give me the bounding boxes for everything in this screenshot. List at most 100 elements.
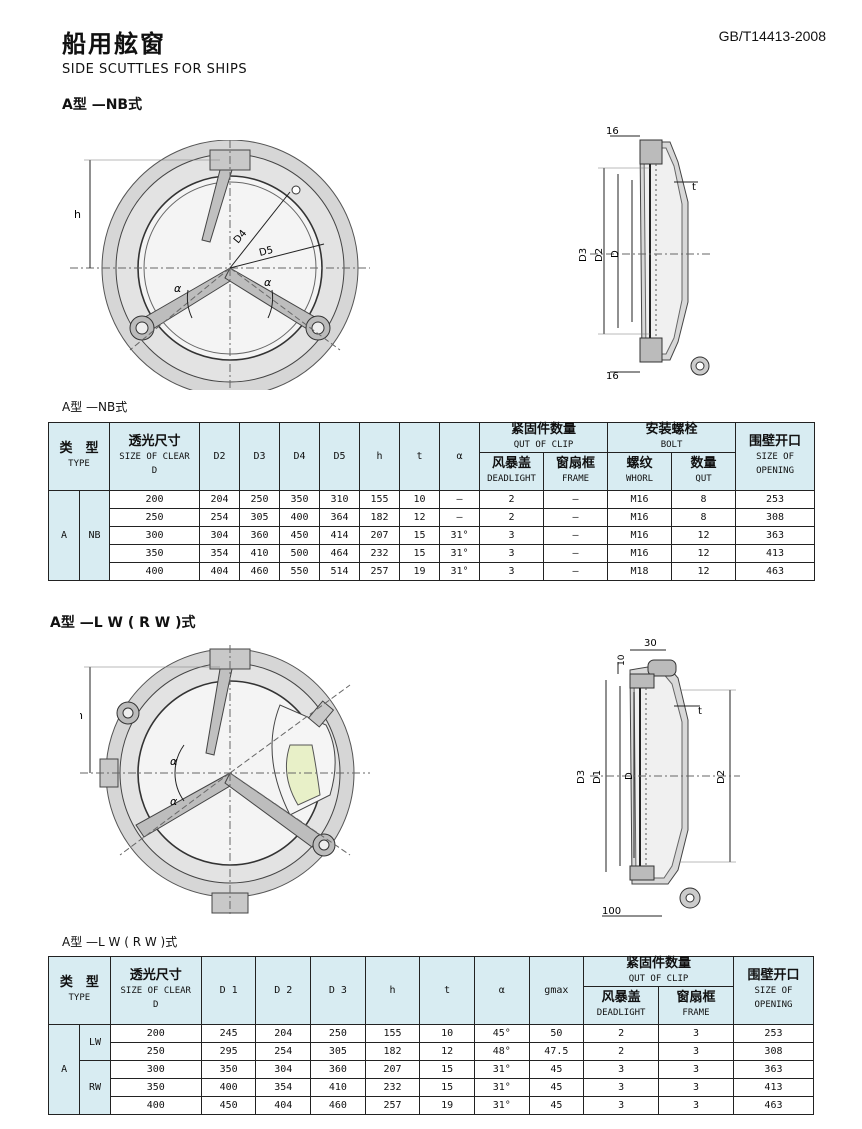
table-cell: 308 [735,508,816,527]
table-cell: — [543,562,609,581]
table-cell: 310 [319,490,361,509]
table-cell: 400 [109,1096,202,1115]
label-d3-2: D3 [576,770,587,784]
table-cell: 354 [255,1078,312,1097]
label-d2-2: D2 [716,770,727,784]
table1-header-col: h [359,422,401,491]
table-cell: M16 [607,490,673,509]
table-cell: 232 [359,544,401,563]
table-cell: 15 [419,1078,475,1097]
table-cell: — [439,508,481,527]
type-cell-nb: NB [78,490,111,581]
table-cell: 257 [359,562,401,581]
table-cell: 232 [364,1078,421,1097]
table-cell: 450 [200,1096,257,1115]
section2-heading: A型 —L W ( R W )式 [50,615,196,631]
table-cell: 182 [364,1042,421,1061]
table-cell: 155 [359,490,401,509]
table2-header-col: t [419,956,475,1025]
table-cell: 350 [200,1060,257,1079]
table2-header-col: α [473,956,530,1025]
table-cell: 514 [319,562,361,581]
label-d5: D5 [258,245,274,259]
type-cell-rw: RW [79,1060,111,1115]
table-cell: 463 [732,1096,815,1115]
label-100: 100 [602,906,621,917]
table-cell: 2 [479,508,545,527]
table-cell: 48° [473,1042,530,1061]
table-cell: 200 [109,490,201,509]
table-cell: 300 [109,1060,202,1079]
table-cell: 364 [319,508,361,527]
table-cell: 31° [473,1096,530,1115]
standard-number: GB/T14413-2008 [718,28,826,44]
table-cell: 12 [399,508,441,527]
table-cell: 363 [732,1060,815,1079]
table2-header-col: D 2 [255,956,312,1025]
table1-header-col: D5 [319,422,361,491]
table-cell: 300 [109,526,201,545]
table-cell: 50 [528,1024,585,1043]
table-cell: 45 [528,1060,585,1079]
type-cell-lw: LW [79,1024,111,1061]
table-cell: — [543,526,609,545]
table-cell: — [543,490,609,509]
table-cell: 350 [109,1078,202,1097]
table-cell: 3 [658,1078,734,1097]
table-cell: 15 [399,544,441,563]
table-cell: 15 [419,1060,475,1079]
table-cell: 295 [200,1042,257,1061]
table1-caption: A型 —NB式 [62,400,128,414]
table-cell: 31° [439,562,481,581]
table-cell: 12 [671,526,737,545]
table-cell: 182 [359,508,401,527]
type-cell-a: A [48,490,80,581]
label-h: h [74,208,81,221]
table-cell: 12 [671,562,737,581]
table-cell: 3 [479,526,545,545]
table-cell: M18 [607,562,673,581]
label-alpha-right: α [264,276,272,289]
table1-header-col: α [439,422,481,491]
table-cell: 3 [658,1042,734,1061]
table-cell: 400 [200,1078,257,1097]
table-cell: — [543,508,609,527]
table-cell: 410 [310,1078,366,1097]
table-cell: 2 [583,1042,660,1061]
table-cell: 250 [109,508,201,527]
table-cell: 257 [364,1096,421,1115]
table-cell: 8 [671,490,737,509]
table-cell: 2 [479,490,545,509]
table1-header-col: t [399,422,441,491]
label-h-2: h [80,709,83,722]
table-cell: 254 [199,508,241,527]
table-cell: 354 [199,544,241,563]
label-30: 30 [644,638,657,649]
label-t: t [692,182,696,193]
table-cell: 3 [583,1096,660,1115]
table-cell: 413 [732,1078,815,1097]
table2-header-col: D 1 [200,956,257,1025]
table-cell: 305 [310,1042,366,1061]
table-cell: 3 [658,1096,734,1115]
table-cell: 45 [528,1078,585,1097]
label-d2: D2 [594,248,605,262]
table-cell: 31° [473,1060,530,1079]
lw-front-view-drawing: h α α [80,645,370,915]
table2-header-col: D 3 [310,956,366,1025]
table-cell: 19 [399,562,441,581]
